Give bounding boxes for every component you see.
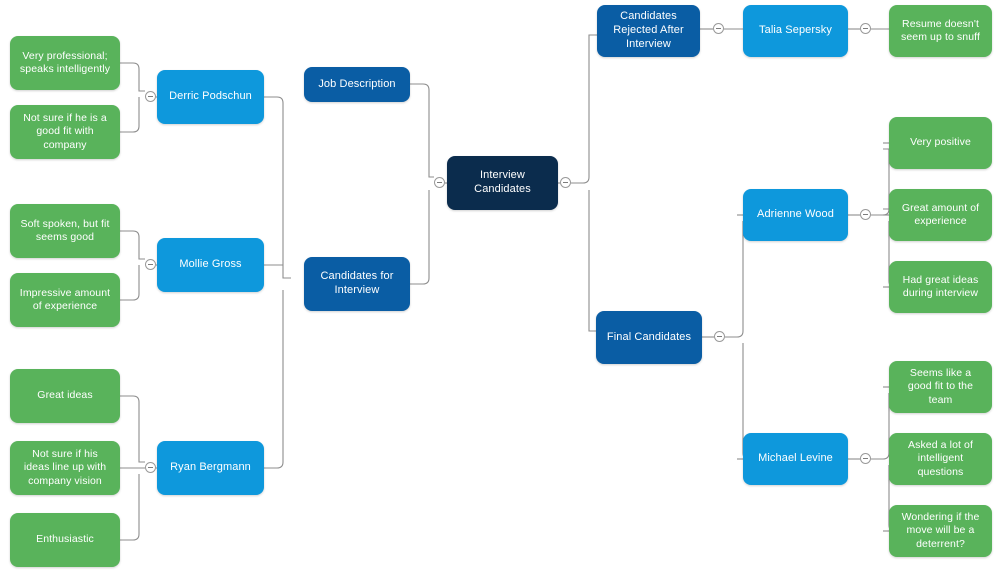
- node-label: Interview Candidates: [474, 169, 531, 195]
- collapse-minus-icon-final[interactable]: [714, 331, 725, 342]
- node-mollie-gross[interactable]: Mollie Gross: [157, 238, 264, 292]
- node-final-candidates[interactable]: Final Candidates: [596, 311, 702, 364]
- node-label: Job Description: [318, 77, 396, 90]
- node-label: Candidates Rejected After Interview: [613, 10, 684, 50]
- note-text: Resume doesn't seem up to snuff: [900, 17, 981, 43]
- note-text: Impressive amount of experience: [19, 286, 111, 312]
- note-text: Great amount of experience: [901, 201, 980, 227]
- collapse-minus-icon-adrienne[interactable]: [860, 209, 871, 220]
- note-adrienne-2[interactable]: Great amount of experience: [889, 189, 992, 241]
- node-label: Ryan Bergmann: [170, 461, 251, 474]
- note-text: Wondering if the move will be a deterren…: [901, 511, 980, 550]
- note-text: Not sure if he is a good fit with compan…: [23, 112, 107, 151]
- note-text: Seems like a good fit to the team: [907, 367, 974, 406]
- node-derric-podschun[interactable]: Derric Podschun: [157, 70, 264, 124]
- node-adrienne-wood[interactable]: Adrienne Wood: [743, 189, 848, 241]
- node-label: Derric Podschun: [169, 90, 252, 103]
- node-label: Final Candidates: [606, 330, 692, 343]
- collapse-minus-icon-rejected[interactable]: [713, 23, 724, 34]
- note-ryan-3[interactable]: Enthusiastic: [10, 513, 120, 567]
- note-text: Great ideas: [37, 389, 93, 402]
- collapse-minus-icon-derric[interactable]: [145, 91, 156, 102]
- note-text: Had great ideas during interview: [902, 273, 979, 299]
- node-job-description[interactable]: Job Description: [304, 67, 410, 102]
- note-text: Enthusiastic: [36, 533, 94, 546]
- note-talia-1[interactable]: Resume doesn't seem up to snuff: [889, 5, 992, 57]
- node-candidates-for-interview[interactable]: Candidates for Interview: [304, 257, 410, 311]
- node-root-interview-candidates[interactable]: Interview Candidates: [447, 156, 558, 210]
- note-text: Very positive: [910, 136, 971, 149]
- note-mollie-1[interactable]: Soft spoken, but fit seems good: [10, 204, 120, 258]
- note-michael-2[interactable]: Asked a lot of intelligent questions: [889, 433, 992, 485]
- node-michael-levine[interactable]: Michael Levine: [743, 433, 848, 485]
- collapse-minus-icon-root-left[interactable]: [434, 177, 445, 188]
- node-label: Mollie Gross: [179, 258, 242, 271]
- collapse-minus-icon-talia[interactable]: [860, 23, 871, 34]
- note-michael-3[interactable]: Wondering if the move will be a deterren…: [889, 505, 992, 557]
- node-label: Michael Levine: [758, 452, 833, 465]
- note-ryan-2[interactable]: Not sure if his ideas line up with compa…: [10, 441, 120, 495]
- node-label: Talia Sepersky: [759, 24, 832, 37]
- collapse-minus-icon-ryan[interactable]: [145, 462, 156, 473]
- collapse-minus-icon-mollie[interactable]: [145, 259, 156, 270]
- note-text: Very professional; speaks intelligently: [19, 49, 111, 75]
- note-text: Not sure if his ideas line up with compa…: [23, 448, 107, 487]
- node-talia-sepersky[interactable]: Talia Sepersky: [743, 5, 848, 57]
- note-adrienne-3[interactable]: Had great ideas during interview: [889, 261, 992, 313]
- note-derric-1[interactable]: Very professional; speaks intelligently: [10, 36, 120, 90]
- note-text: Soft spoken, but fit seems good: [20, 217, 110, 243]
- note-ryan-1[interactable]: Great ideas: [10, 369, 120, 423]
- note-mollie-2[interactable]: Impressive amount of experience: [10, 273, 120, 327]
- node-label: Adrienne Wood: [757, 208, 834, 221]
- node-label: Candidates for Interview: [320, 270, 394, 296]
- note-derric-2[interactable]: Not sure if he is a good fit with compan…: [10, 105, 120, 159]
- node-candidates-rejected[interactable]: Candidates Rejected After Interview: [597, 5, 700, 57]
- collapse-minus-icon-root-right[interactable]: [560, 177, 571, 188]
- note-adrienne-1[interactable]: Very positive: [889, 117, 992, 169]
- note-text: Asked a lot of intelligent questions: [907, 439, 974, 478]
- note-michael-1[interactable]: Seems like a good fit to the team: [889, 361, 992, 413]
- collapse-minus-icon-michael[interactable]: [860, 453, 871, 464]
- node-ryan-bergmann[interactable]: Ryan Bergmann: [157, 441, 264, 495]
